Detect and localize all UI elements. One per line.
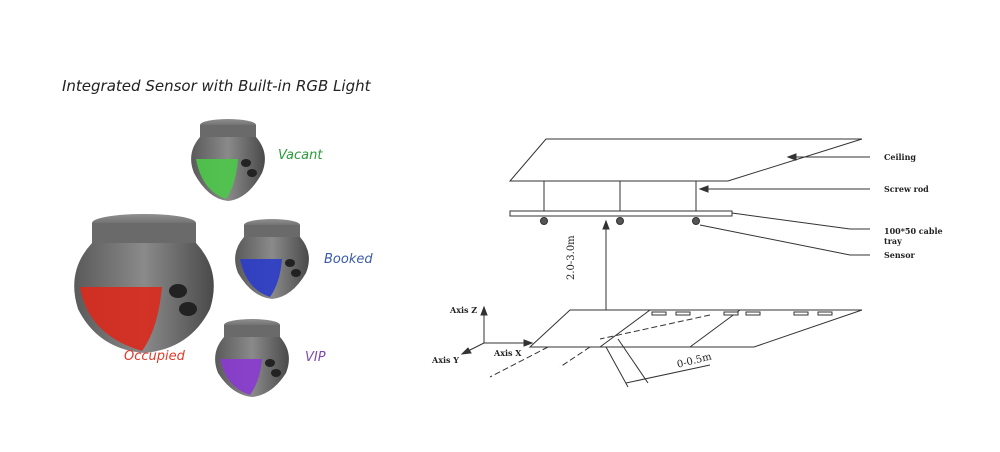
label-cable-tray-line1: 100*50 cable <box>884 226 943 236</box>
axis-x-label: Axis X <box>494 348 522 358</box>
label-sensor: Sensor <box>884 250 915 260</box>
label-occupied: Occupied <box>124 349 185 364</box>
label-booked: Booked <box>324 252 373 267</box>
installation-diagram <box>460 138 870 388</box>
label-ceiling: Ceiling <box>884 152 916 162</box>
sensor-vip-icon <box>215 319 289 397</box>
label-vip: VIP <box>305 350 326 365</box>
ceiling-plane <box>508 138 863 182</box>
sensor-vacant-icon <box>191 119 265 201</box>
sensor-occupied-icon <box>74 214 214 353</box>
sensor-illustrations <box>74 119 309 397</box>
dimension-height: 2.0-3.0m <box>566 235 577 280</box>
floor-plane <box>528 309 863 348</box>
cable-tray <box>509 210 733 217</box>
sensor-booked-icon <box>235 219 309 299</box>
label-cable-tray-line2: tray <box>884 236 902 246</box>
label-screw-rod: Screw rod <box>884 184 929 194</box>
label-vacant: Vacant <box>278 148 323 163</box>
page-title: Integrated Sensor with Built-in RGB Ligh… <box>62 77 371 95</box>
axis-z-label: Axis Z <box>450 305 478 315</box>
label-cable-tray: 100*50 cable tray <box>884 226 943 246</box>
axis-y-label: Axis Y <box>432 355 460 365</box>
